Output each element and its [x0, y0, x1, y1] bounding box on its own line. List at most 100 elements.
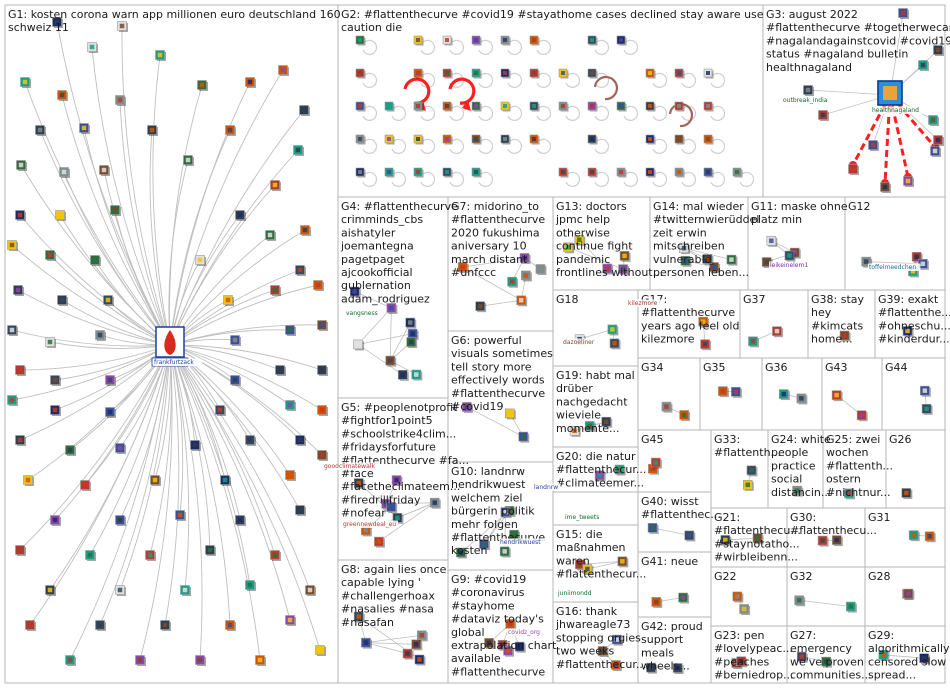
g1-node[interactable] — [115, 95, 127, 107]
g3-node[interactable] — [868, 140, 880, 152]
g4-node[interactable] — [386, 303, 398, 314]
g7-node[interactable] — [519, 253, 531, 264]
g2-node[interactable] — [674, 101, 685, 112]
g8-node[interactable] — [402, 648, 414, 660]
g7-node[interactable] — [521, 270, 532, 282]
g13-node[interactable] — [602, 263, 614, 275]
g14-node[interactable] — [702, 254, 714, 265]
g1-node[interactable] — [225, 125, 237, 137]
g5-node[interactable] — [429, 497, 441, 509]
g2-node[interactable] — [703, 68, 714, 79]
g1-node[interactable] — [79, 123, 91, 135]
g1-node[interactable] — [15, 210, 27, 222]
g2-node[interactable] — [587, 167, 598, 178]
g2-node[interactable] — [413, 68, 424, 79]
g2-node[interactable] — [500, 35, 511, 46]
g2-node[interactable] — [471, 167, 482, 178]
g2-node[interactable] — [703, 167, 714, 178]
g43-node[interactable] — [856, 410, 868, 422]
g2-node[interactable] — [413, 101, 424, 112]
g2-node[interactable] — [500, 134, 511, 145]
g1-node[interactable] — [110, 205, 122, 217]
g1-node[interactable] — [115, 585, 127, 597]
g27-node[interactable] — [821, 656, 833, 668]
g2-node[interactable] — [674, 68, 685, 79]
g2-node[interactable] — [616, 167, 627, 178]
g45-node[interactable] — [651, 457, 662, 469]
g1-node[interactable] — [300, 225, 312, 237]
g2-node[interactable] — [674, 134, 685, 145]
g19-node[interactable] — [584, 421, 596, 432]
g1-node[interactable] — [180, 585, 192, 597]
g1-node[interactable] — [195, 255, 207, 267]
g2-node[interactable] — [355, 101, 366, 112]
g22-node[interactable] — [739, 604, 751, 615]
g13-node[interactable] — [619, 251, 631, 262]
g1-node[interactable] — [16, 160, 28, 172]
g1-node[interactable] — [278, 65, 290, 77]
g10-node[interactable] — [456, 547, 467, 559]
g2-node[interactable] — [558, 68, 569, 79]
g29-node[interactable] — [919, 653, 931, 665]
g3-node[interactable] — [930, 146, 942, 158]
g1-node[interactable] — [65, 655, 77, 667]
g1-node[interactable] — [315, 645, 327, 657]
g1-node[interactable] — [270, 285, 282, 297]
g17-node[interactable] — [698, 316, 710, 328]
g1-node[interactable] — [135, 655, 147, 667]
g15-node[interactable] — [617, 556, 629, 568]
g1-node[interactable] — [223, 295, 235, 307]
g1-node[interactable] — [95, 330, 107, 342]
g1-node[interactable] — [317, 365, 329, 377]
g23-node[interactable] — [736, 656, 748, 668]
g1-node[interactable] — [35, 125, 47, 137]
g36-node[interactable] — [778, 389, 790, 401]
g1-node[interactable] — [293, 145, 305, 157]
g2-node[interactable] — [732, 167, 743, 178]
g2-node[interactable] — [442, 101, 453, 112]
g2-node[interactable] — [413, 134, 424, 145]
g1-node[interactable] — [225, 620, 237, 632]
g43-node[interactable] — [831, 390, 843, 402]
g10-node[interactable] — [479, 539, 491, 551]
g1-node[interactable] — [285, 615, 297, 627]
g2-node[interactable] — [529, 101, 540, 112]
g5-node[interactable] — [391, 475, 403, 487]
g11-node[interactable] — [766, 235, 778, 247]
g37-node[interactable] — [748, 336, 759, 348]
g2-node[interactable] — [587, 68, 598, 79]
g14-node[interactable] — [680, 255, 692, 267]
g16-node[interactable] — [611, 660, 622, 672]
g1-node[interactable] — [285, 470, 297, 482]
g44-node[interactable] — [920, 385, 931, 397]
g15-node[interactable] — [582, 564, 594, 575]
g7-node[interactable] — [457, 262, 469, 274]
g19-node[interactable] — [569, 426, 581, 437]
g9-node[interactable] — [484, 638, 496, 649]
g10-node[interactable] — [500, 507, 512, 519]
g1-node[interactable] — [105, 375, 117, 387]
g1-node[interactable] — [295, 265, 307, 277]
g1-node[interactable] — [265, 230, 277, 242]
g1-node[interactable] — [220, 475, 232, 487]
g1-node[interactable] — [270, 550, 282, 562]
g8-node[interactable] — [361, 637, 372, 649]
g1-node[interactable] — [285, 325, 297, 337]
g2-node[interactable] — [413, 35, 424, 46]
g1-node[interactable] — [99, 165, 111, 177]
g18-node[interactable] — [607, 324, 619, 336]
g2-node[interactable] — [558, 101, 569, 112]
g1-node[interactable] — [245, 435, 257, 447]
g3-node[interactable] — [848, 164, 860, 176]
g4-node[interactable] — [405, 317, 417, 329]
g2-node[interactable] — [558, 167, 569, 178]
g1-node[interactable] — [155, 50, 167, 62]
g2-node[interactable] — [500, 101, 511, 112]
g1-node[interactable] — [205, 545, 217, 557]
g1-node[interactable] — [160, 620, 172, 632]
g16-node[interactable] — [611, 634, 623, 646]
g1-node[interactable] — [245, 580, 257, 592]
g2-node[interactable] — [355, 167, 366, 178]
g25-node[interactable] — [844, 488, 855, 500]
g1-node[interactable] — [150, 475, 162, 487]
